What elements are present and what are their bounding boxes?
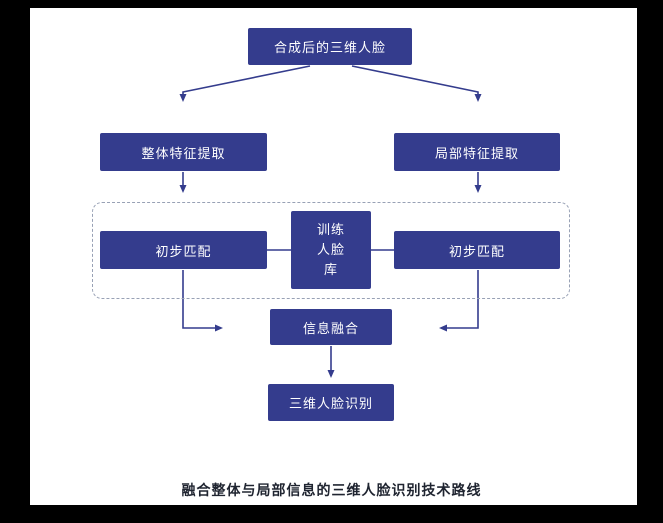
flow-node-training-face-database: 训练 人脸 库 — [291, 211, 371, 289]
training-db-line-1: 训练 — [316, 222, 345, 237]
flow-node-local-feature-extraction: 局部特征提取 — [394, 133, 560, 171]
training-db-line-3: 库 — [323, 262, 338, 277]
flow-node-preliminary-match-left: 初步匹配 — [100, 231, 267, 269]
training-db-line-2: 人脸 — [316, 242, 345, 257]
flow-node-information-fusion: 信息融合 — [270, 309, 392, 345]
flow-node-3d-face-recognition: 三维人脸识别 — [268, 384, 394, 421]
flow-node-synthesized-3d-face: 合成后的三维人脸 — [248, 28, 412, 65]
matching-stage-group — [92, 202, 570, 299]
diagram-caption: 融合整体与局部信息的三维人脸识别技术路线 — [181, 482, 482, 498]
flow-node-global-feature-extraction: 整体特征提取 — [100, 133, 267, 171]
flow-node-preliminary-match-right: 初步匹配 — [394, 231, 560, 269]
